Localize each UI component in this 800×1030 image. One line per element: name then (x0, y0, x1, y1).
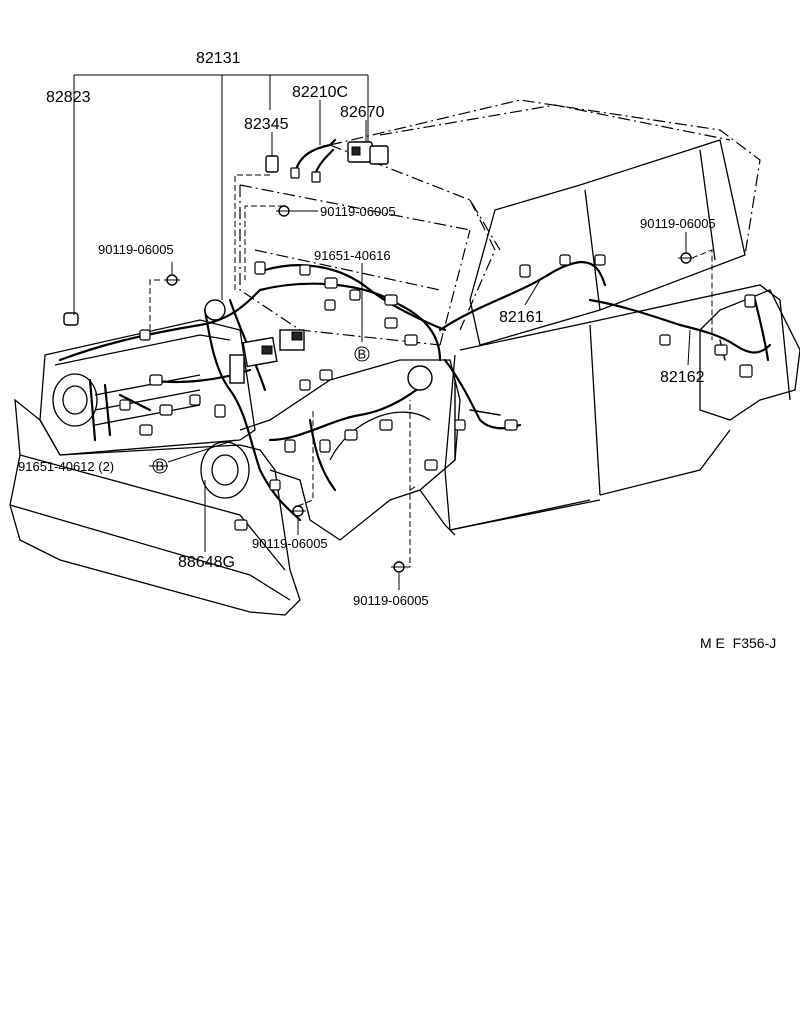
label-82161: 82161 (499, 309, 544, 326)
bolt-icon-front (290, 505, 306, 517)
label-bolt-front: 90119-06005 (252, 536, 328, 551)
label-88648g: 88648G (178, 554, 235, 571)
label-82162: 82162 (660, 369, 705, 386)
part-82670-block (347, 141, 389, 165)
label-82823: 82823 (46, 89, 91, 106)
harness-82161 (438, 260, 607, 461)
vehicle-body-outline (239, 99, 761, 346)
callout-labels: 82131 82823 82210C 82345 82670 90119-060… (18, 50, 776, 651)
label-82345: 82345 (244, 116, 289, 133)
harness-82131-main (58, 264, 447, 522)
bolt-icon-rear (678, 252, 694, 264)
part-82210c-wire (290, 138, 337, 183)
bolt-icon-left (164, 274, 180, 286)
label-82210c: 82210C (292, 84, 348, 101)
leader-lines (73, 74, 713, 590)
ref-marker-b: B (358, 347, 367, 362)
label-82670: 82670 (340, 104, 385, 121)
connectors (119, 254, 756, 531)
label-82131: 82131 (196, 50, 241, 67)
label-bolt-rear: 90119-06005 (640, 216, 716, 231)
bolt-icon-top (276, 205, 292, 217)
part-82345-relay (265, 155, 279, 173)
ref-marker-b-2: B (156, 459, 165, 474)
label-bolt-bottom: 90119-06005 (353, 593, 429, 608)
label-91651-40616: 91651-40616 (314, 248, 391, 263)
label-bolt-left: 90119-06005 (98, 242, 174, 257)
label-91651-40612: 91651-40612 (2) (18, 459, 114, 474)
bolt-icon-bottom (391, 561, 407, 573)
figure-code: M E F356-J (700, 635, 776, 651)
harness-82162 (588, 298, 772, 362)
part-82823-connector (63, 312, 79, 326)
label-bolt-top: 90119-06005 (320, 204, 396, 219)
